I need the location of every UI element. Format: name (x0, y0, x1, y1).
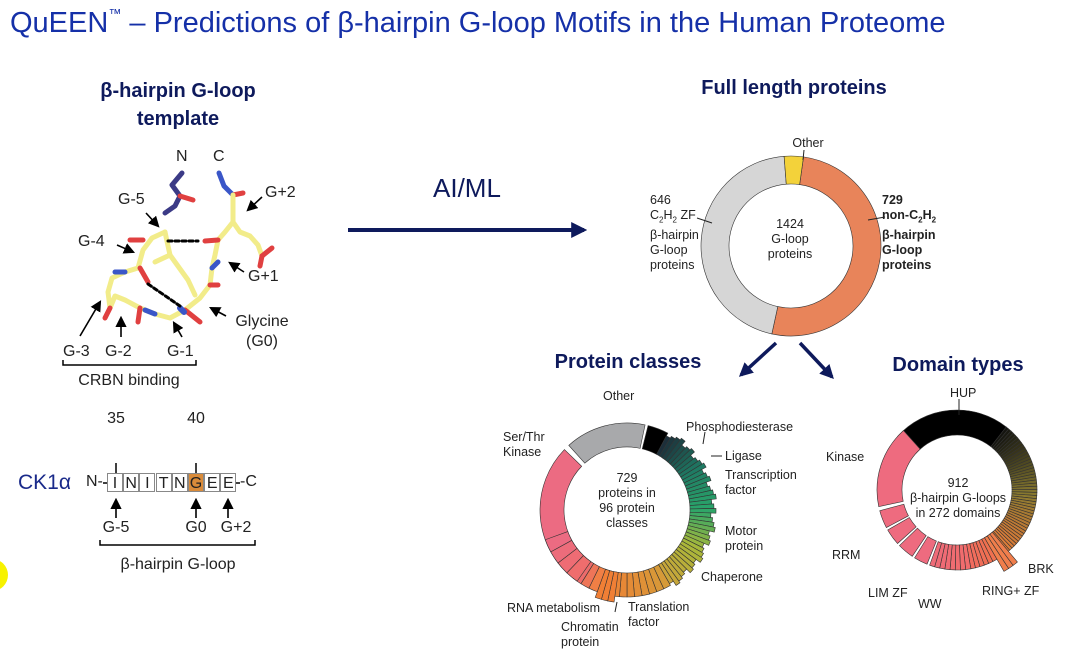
donut-segment (887, 517, 917, 544)
position-35: 35 (107, 410, 125, 427)
arrow-to-protein-classes (738, 341, 778, 377)
domain-types-heading: Domain types (892, 354, 1024, 376)
domain-kinase: Kinase (826, 450, 865, 464)
crbn-binding-label: CRBN binding (78, 372, 180, 389)
class-other: Other (603, 389, 635, 403)
donut-segment (984, 535, 1010, 572)
donut-segment (954, 544, 961, 571)
g-5-marker: G-5 (102, 519, 130, 536)
domain-rrm: RRM (832, 548, 861, 562)
other-label: Other (792, 136, 824, 150)
cursor-highlight (0, 561, 8, 589)
domain-hup: HUP (950, 386, 977, 400)
donut-segment (700, 155, 787, 335)
donut-segment (914, 536, 937, 565)
molecule-structure (102, 170, 275, 325)
n-terminus-label: N (176, 148, 188, 165)
protein-classes-donut (539, 422, 717, 603)
class-chaperone: Chaperone (701, 570, 763, 584)
domain-ww: WW (918, 597, 942, 611)
residue-box: I (139, 473, 156, 492)
donut-segment (568, 422, 646, 464)
residue-box: E (220, 473, 237, 492)
class-phosphodiesterase: Phosphodiesterase (686, 420, 794, 434)
residue-box: G (188, 473, 204, 492)
brackets (62, 360, 256, 546)
arrow-to-domain-types (798, 341, 834, 380)
slide-title: QuEEN™ – Predictions of β-hairpin G-loop… (10, 6, 946, 39)
donut-segment (876, 430, 921, 507)
g-loop-bracket-label: β-hairpin G-loop (120, 556, 236, 573)
residue-box: N (123, 473, 140, 492)
domain-ring-zf: RING+ ZF (982, 584, 1040, 598)
donut-segment (544, 531, 573, 553)
class-ligase: Ligase (725, 449, 762, 463)
full-length-donut (700, 155, 882, 337)
donut-segment (783, 155, 804, 185)
g-5-label: G-5 (118, 191, 145, 208)
g-2-label: G-2 (105, 343, 132, 360)
domain-types-donut (876, 409, 1038, 572)
ai-ml-label: AI/ML (433, 173, 501, 203)
n-term-label: N- (86, 473, 103, 490)
c-term-label: -C (240, 473, 257, 490)
residue-box: T (155, 473, 172, 492)
donut-segment (771, 156, 882, 337)
donut-segment (879, 503, 909, 528)
position-40: 40 (187, 410, 205, 427)
domain-brk: BRK (1028, 562, 1054, 576)
g-plus2-label: G+2 (265, 184, 296, 201)
g-1-label: G-1 (167, 343, 194, 360)
class-rna-metabolism: RNA metabolism (507, 601, 601, 615)
g-plus1-label: G+1 (248, 268, 279, 285)
g0-marker: G0 (185, 519, 207, 536)
donut-segment (899, 527, 927, 557)
residue-box: E (204, 473, 221, 492)
donut-segment (929, 541, 942, 568)
residue-box: I (107, 473, 123, 492)
c-terminus-label: C (213, 148, 225, 165)
residue-arrows (79, 196, 263, 518)
g-plus2-marker: G+2 (220, 519, 252, 536)
g-3-label: G-3 (63, 343, 90, 360)
residue-box: N (171, 473, 188, 492)
protein-classes-heading: Protein classes (554, 351, 702, 373)
glycine-label: Glycine(G0) (235, 313, 289, 350)
ck1a-label: CK1α (18, 471, 71, 494)
g-4-label: G-4 (78, 233, 105, 250)
leader-lines (614, 149, 960, 613)
full-length-heading: Full length proteins (701, 77, 887, 99)
domain-lim-zf: LIM ZF (868, 586, 908, 600)
